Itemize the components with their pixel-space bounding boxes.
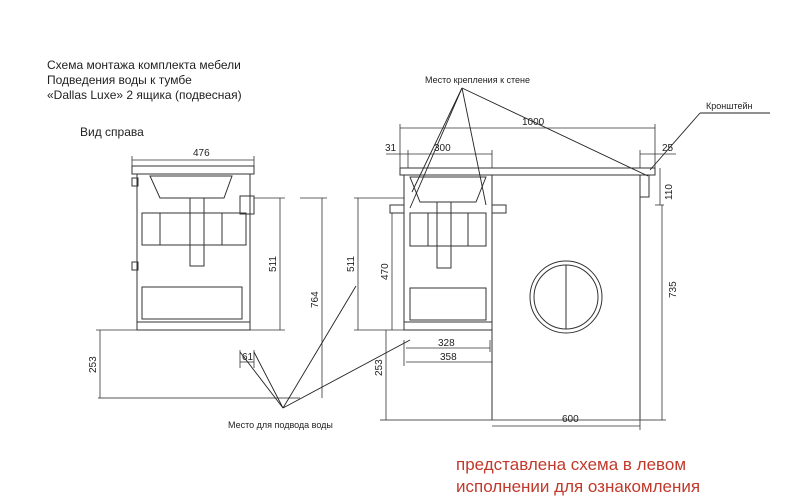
side-cabinet-body (136, 173, 251, 331)
dim-front-358: 358 (440, 352, 457, 363)
dim-front-511: 511 (346, 256, 357, 272)
side-view (98, 165, 300, 399)
dim-front-110: 110 (664, 184, 675, 200)
callout-lines (239, 87, 770, 409)
front-view (380, 167, 656, 421)
dim-front-300: 300 (434, 143, 451, 154)
callout-water-supply: Место для подвода воды (228, 420, 333, 430)
dim-front-735: 735 (668, 281, 679, 298)
dim-side-253: 253 (88, 356, 99, 373)
side-upper-drawer (141, 212, 247, 246)
dim-front-1000: 1000 (522, 117, 545, 128)
callout-bracket: Кронштейн (706, 101, 752, 111)
view-label: Вид справа (80, 125, 144, 139)
side-siphon (189, 197, 205, 267)
dim-side-61: 61 (242, 352, 254, 363)
front-countertop (399, 167, 656, 176)
front-bracket-left (389, 204, 405, 214)
dim-front-470: 470 (380, 263, 391, 280)
dim-front-328: 328 (438, 338, 455, 349)
note-line-2: исполнении для ознакомления (456, 477, 701, 496)
dim-side-width: 476 (193, 148, 210, 159)
title-line-2: Подведения воды к тумбе (47, 73, 192, 87)
dim-front-25: 25 (662, 143, 674, 154)
side-basin (149, 175, 233, 199)
washing-machine-door-outer (529, 260, 603, 334)
front-dimensions (354, 124, 676, 430)
dim-front-253: 253 (374, 359, 385, 376)
dim-front-31: 31 (385, 143, 397, 154)
dim-side-511: 511 (268, 256, 279, 272)
side-dimensions (96, 156, 327, 398)
front-siphon (436, 201, 452, 269)
side-countertop (131, 165, 255, 175)
dim-front-600: 600 (562, 414, 579, 425)
front-lower-drawer (409, 287, 487, 321)
callout-wall-mount: Место крепления к стене (425, 75, 530, 85)
dim-side-764: 764 (310, 291, 321, 308)
front-bracket-right (491, 204, 507, 214)
side-lower-drawer (141, 286, 243, 320)
side-bracket (239, 195, 255, 215)
title-line-3: «Dallas Luxe» 2 ящика (подвесная) (47, 88, 242, 102)
note-line-1: представлена схема в левом (456, 455, 687, 474)
wall-bracket (639, 174, 650, 198)
title-line-1: Схема монтажа комплекта мебели (47, 58, 241, 72)
front-upper-drawer (409, 212, 487, 247)
front-cabinet (403, 174, 493, 331)
